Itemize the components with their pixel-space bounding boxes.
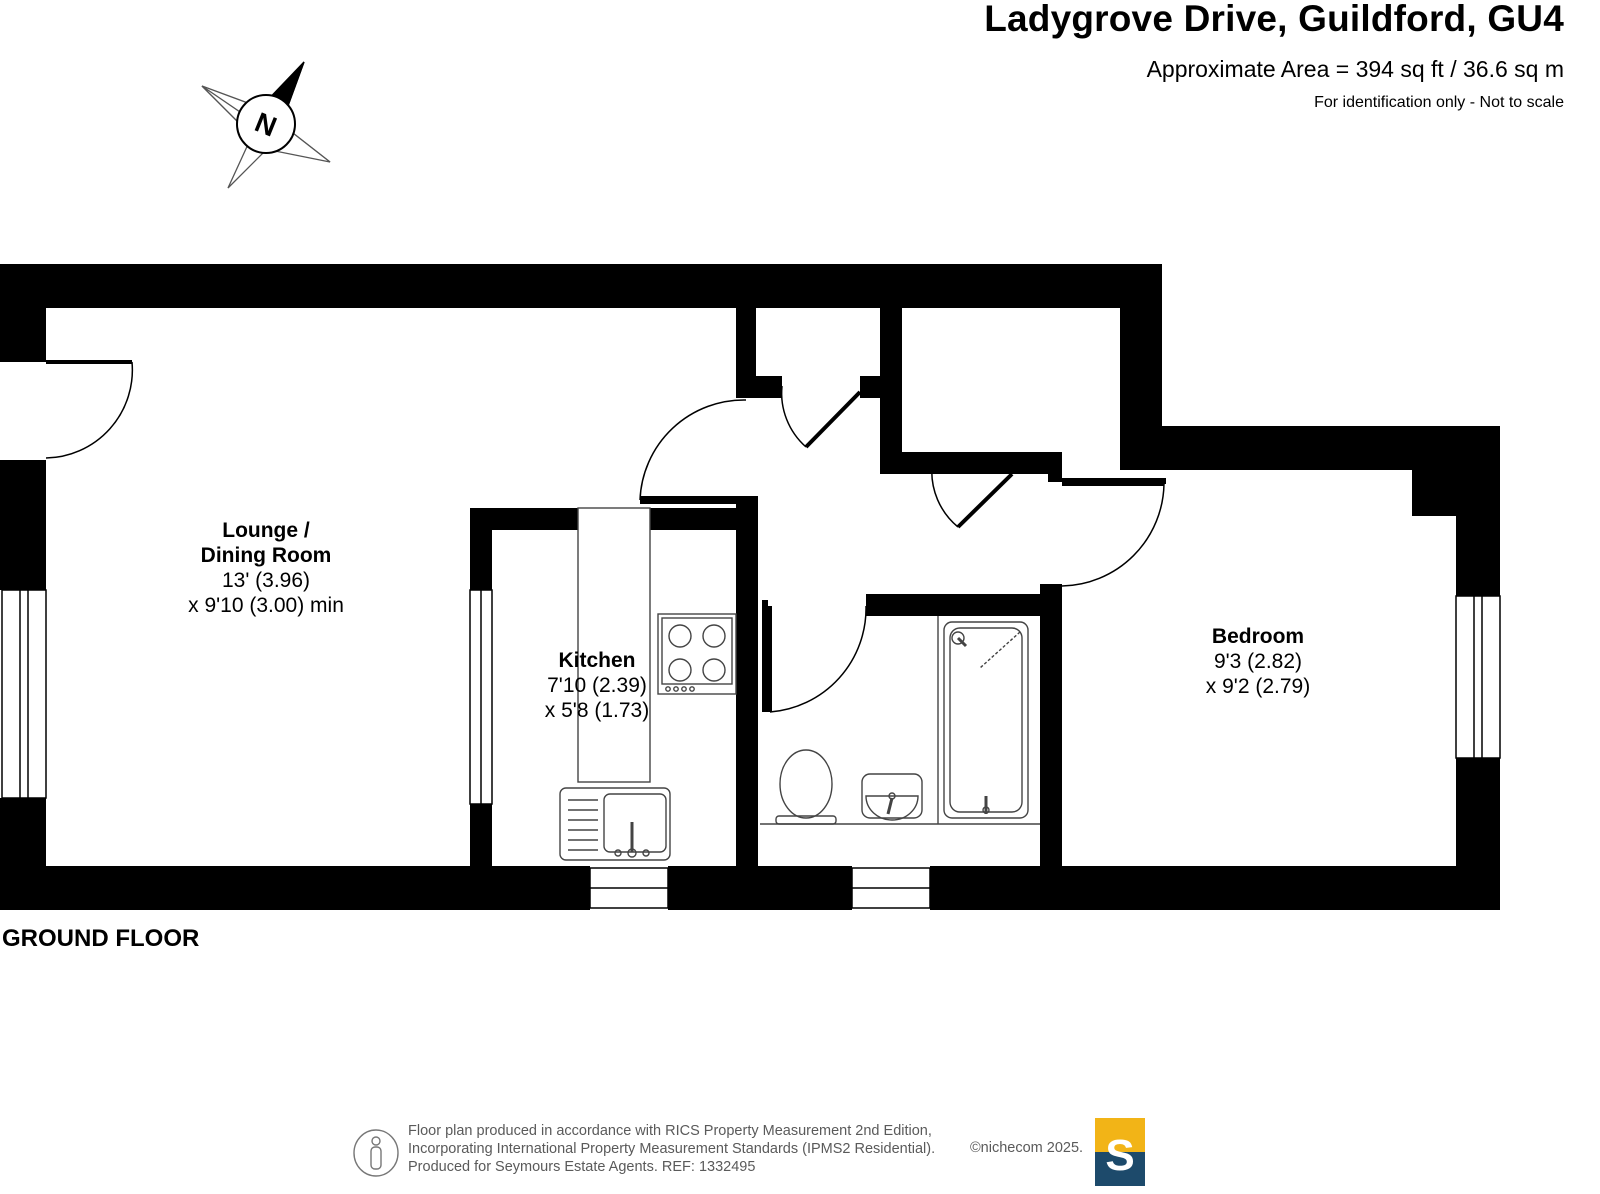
logo-letter: S [1105, 1131, 1134, 1180]
footer-line: Incorporating International Property Mea… [408, 1141, 936, 1157]
footer-line: Produced for Seymours Estate Agents. REF… [408, 1159, 756, 1175]
room-name: Bedroom [1211, 625, 1305, 648]
scale-note: For identification only - Not to scale [1314, 94, 1564, 111]
room-name: Dining Room [200, 544, 332, 567]
copyright: ©nichecom 2025. [970, 1140, 1084, 1156]
room-label-lounge: Lounge / Dining Room 13' (3.96) x 9'10 (… [166, 518, 366, 618]
footer-line: Floor plan produced in accordance with R… [408, 1123, 932, 1139]
plan-title: Ladygrove Drive, Guildford, GU4 [984, 0, 1564, 39]
approximate-area: Approximate Area = 394 sq ft / 36.6 sq m [1146, 56, 1564, 82]
kitchen-fixtures [559, 507, 737, 861]
footer-text: Floor plan produced in accordance with R… [408, 1122, 935, 1176]
floor-label: GROUND FLOOR [2, 925, 200, 952]
room-label-kitchen: Kitchen 7'10 (2.39) x 5'8 (1.73) [517, 648, 677, 723]
person-icon [353, 1129, 399, 1177]
room-name: Lounge / [222, 519, 310, 542]
walls [0, 264, 1500, 910]
room-dimension: x 9'2 (2.79) [1205, 675, 1311, 698]
bathroom-fixtures [760, 616, 1040, 825]
compass-icon: N [201, 61, 331, 189]
doors [45, 360, 1165, 713]
room-dimension: 9'3 (2.82) [1213, 650, 1303, 673]
room-name: Kitchen [558, 649, 636, 672]
windows [1, 589, 1501, 909]
room-dimension: 7'10 (2.39) [547, 674, 647, 697]
room-label-bedroom: Bedroom 9'3 (2.82) x 9'2 (2.79) [1178, 624, 1338, 699]
room-dimension: x 9'10 (3.00) min [188, 594, 344, 617]
room-dimension: x 5'8 (1.73) [544, 699, 650, 722]
seymours-logo: S [1095, 1118, 1145, 1186]
footer: Floor plan produced in accordance with R… [352, 1122, 1172, 1186]
room-dimension: 13' (3.96) [221, 569, 311, 592]
